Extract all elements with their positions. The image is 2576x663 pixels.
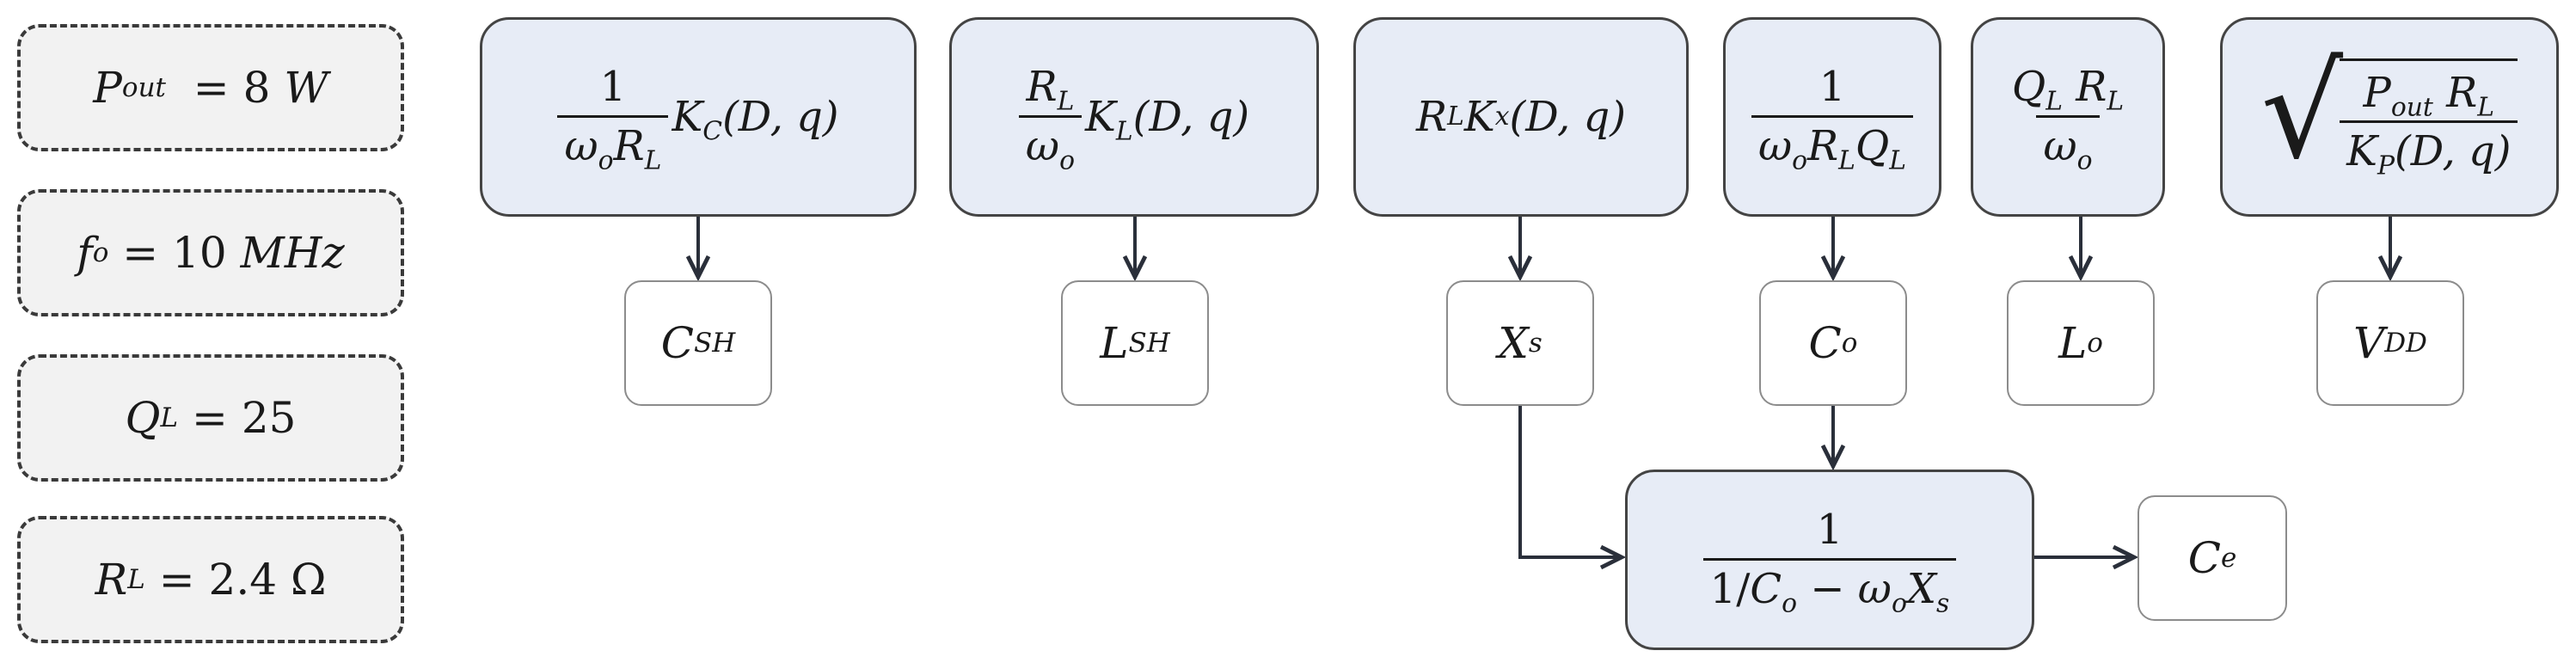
- formula-vdd: √ Pout RL KP(D, q): [2220, 17, 2559, 217]
- param-symbol: f: [77, 228, 93, 278]
- param-value: 2.4: [208, 555, 278, 605]
- param-symbol: R: [95, 555, 128, 605]
- formula-lo: QL RL ωo: [1971, 17, 2165, 217]
- param-unit: MHz: [240, 228, 345, 278]
- param-symbol: P: [93, 63, 122, 113]
- param-value: 8: [242, 63, 271, 113]
- param-unit: W: [284, 63, 328, 113]
- formula-lsh: RL ωo KL(D, q): [949, 17, 1319, 217]
- formula-ce: 1 1/Co − ωoXs: [1625, 470, 2034, 650]
- arrow-xs-to-ce: [1518, 406, 1622, 557]
- formula-co: 1 ωoRLQL: [1723, 17, 1941, 217]
- param-unit: Ω: [290, 555, 327, 605]
- param-symbol: Q: [125, 393, 161, 443]
- formula-csh: 1 ωoRL KC(D, q): [480, 17, 917, 217]
- param-value: 25: [241, 393, 297, 443]
- param-value: 10: [172, 228, 227, 278]
- sqrt-sign: √: [2260, 37, 2344, 187]
